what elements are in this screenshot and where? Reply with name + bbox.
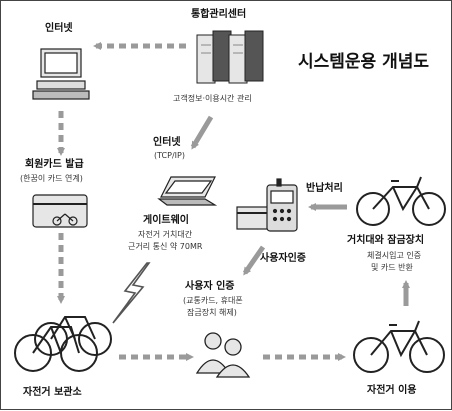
laptop-gateway-icon <box>157 176 218 206</box>
parked-bike-icon <box>356 176 446 226</box>
server-rack-icon <box>196 30 264 84</box>
membership-card-icon <box>32 194 88 228</box>
lock-device-desc-2: 및 카드 반환 <box>371 263 413 272</box>
users-icon <box>195 332 251 378</box>
card-terminal-icon <box>236 178 298 232</box>
wireless-bolt-icon <box>112 262 151 324</box>
internet-mid-label: 인터넷 <box>153 137 181 148</box>
center-desc: 고객정보·이용시간 관리 <box>173 94 252 103</box>
internet-top-label: 인터넷 <box>45 23 73 34</box>
user-auth-desc-2: 잠금장치 해제) <box>187 308 237 317</box>
bike-storage-icon <box>14 316 112 372</box>
diagram-title: 시스템운용 개념도 <box>297 52 429 72</box>
gateway-desc-1: 자전거 거치대간 <box>138 230 193 239</box>
center-label: 통합관리센터 <box>191 9 247 20</box>
user-auth-label: 사용자 인증 <box>185 281 235 292</box>
lock-device-label: 거치대와 잠금장치 <box>347 235 425 246</box>
gateway-label: 게이트웨이 <box>143 215 189 226</box>
arrow-center-to-gateway <box>190 115 214 150</box>
storage-label: 자전거 보관소 <box>23 387 82 398</box>
internet-mid-desc: (TCP/IP) <box>154 151 185 160</box>
desktop-computer-icon <box>32 48 90 100</box>
use-label: 자전거 이용 <box>367 385 417 396</box>
flow-arrows <box>57 42 410 361</box>
riding-bike-icon <box>353 320 445 373</box>
user-auth-side-label: 사용자인증 <box>260 253 306 264</box>
gateway-desc-2: 근거리 통신 약 70MR <box>128 242 203 251</box>
arrow-terminal-to-auth <box>242 245 266 276</box>
user-auth-desc-1: (교통카드, 휴대폰 <box>183 296 243 305</box>
return-label: 반납처리 <box>306 183 343 194</box>
membership-label: 회원카드 발급 <box>25 159 84 170</box>
lock-device-desc-1: 체결시입고 인증 <box>367 251 422 260</box>
membership-desc: (한꿈이 카드 연계) <box>20 174 83 183</box>
